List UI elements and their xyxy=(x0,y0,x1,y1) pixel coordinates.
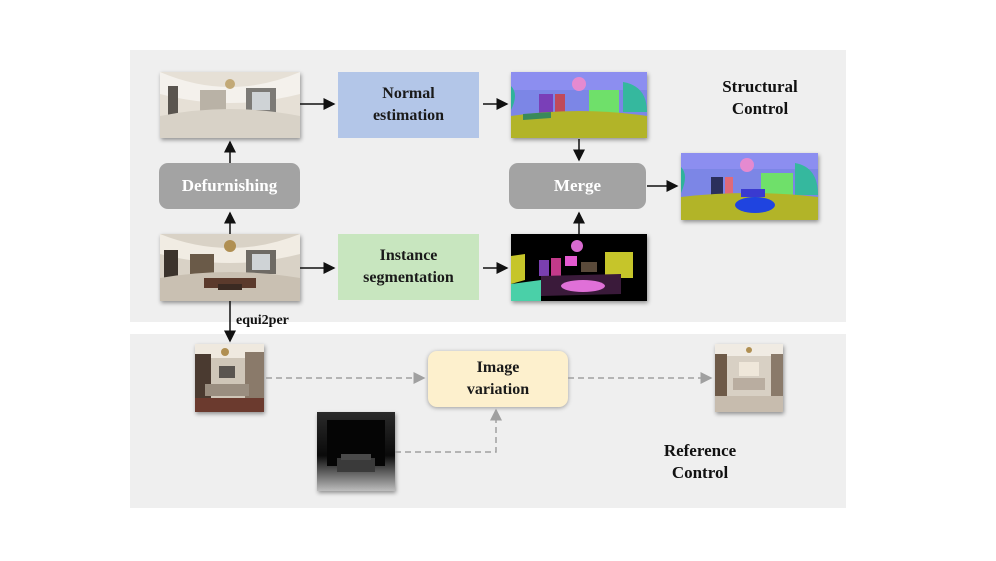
normal-map-panorama xyxy=(511,72,647,138)
merged-normal-map xyxy=(681,153,818,220)
defurnishing-box: Defurnishing xyxy=(159,163,300,209)
defurnished-panorama xyxy=(160,72,300,138)
normal-estimation-box: Normal estimation xyxy=(338,72,479,138)
perspective-view xyxy=(195,344,264,412)
depth-mask xyxy=(317,412,395,491)
equi2per-label: equi2per xyxy=(236,313,289,328)
generated-room-view xyxy=(715,344,783,412)
image-variation-box: Image variation xyxy=(428,351,568,407)
structural-control-title: Structural Control xyxy=(722,77,798,118)
furnished-panorama xyxy=(160,234,300,301)
instance-segmentation-box: Instance segmentation xyxy=(338,234,479,300)
reference-control-title: Reference Control xyxy=(663,441,737,482)
segmentation-map xyxy=(511,234,647,301)
merge-box: Merge xyxy=(509,163,646,209)
